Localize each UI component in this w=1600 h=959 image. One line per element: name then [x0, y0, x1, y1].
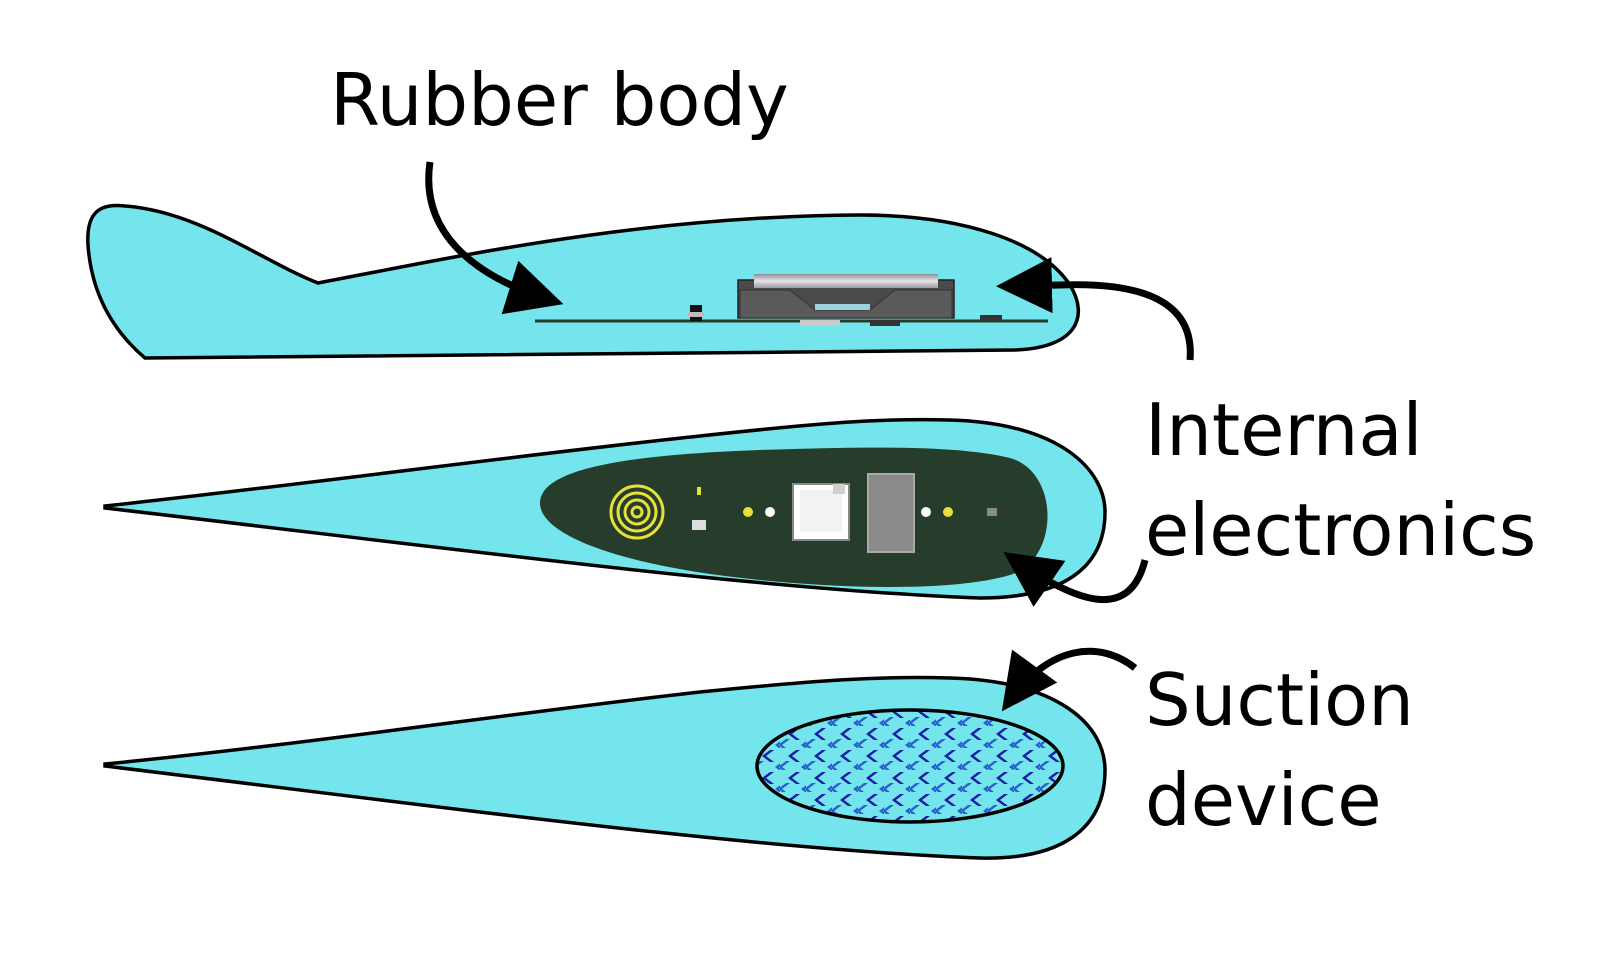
suction-device — [755, 708, 1065, 824]
side-switch-base — [688, 312, 704, 317]
small-connector — [987, 508, 997, 516]
rubber-body-arrow — [425, 161, 564, 315]
bottom-view-suction — [103, 675, 1107, 860]
rubber-body-label: Rubber body — [330, 58, 789, 142]
internal-top-arrow — [1003, 552, 1149, 607]
pad-3 — [921, 507, 931, 517]
suction-arrow — [1001, 647, 1138, 712]
pad-4 — [943, 507, 953, 517]
top-view-electronics — [103, 417, 1107, 600]
pad-2 — [765, 507, 775, 517]
internal-electronics-label-line1: Internal — [1145, 388, 1423, 472]
suction-device-label-line1: Suction — [1145, 658, 1414, 742]
small-led — [697, 487, 701, 495]
battery-top — [867, 473, 915, 553]
side-connector — [980, 315, 1002, 322]
chip-icon — [792, 483, 850, 541]
small-switch — [692, 520, 706, 530]
coil-icon — [609, 484, 665, 540]
suction-device-label-line2: device — [1145, 758, 1382, 842]
pad-1 — [743, 507, 753, 517]
side-view — [86, 203, 1081, 360]
internal-side-arrow — [996, 257, 1194, 361]
internal-electronics-label-line2: electronics — [1145, 488, 1536, 572]
battery-icon — [737, 274, 955, 326]
